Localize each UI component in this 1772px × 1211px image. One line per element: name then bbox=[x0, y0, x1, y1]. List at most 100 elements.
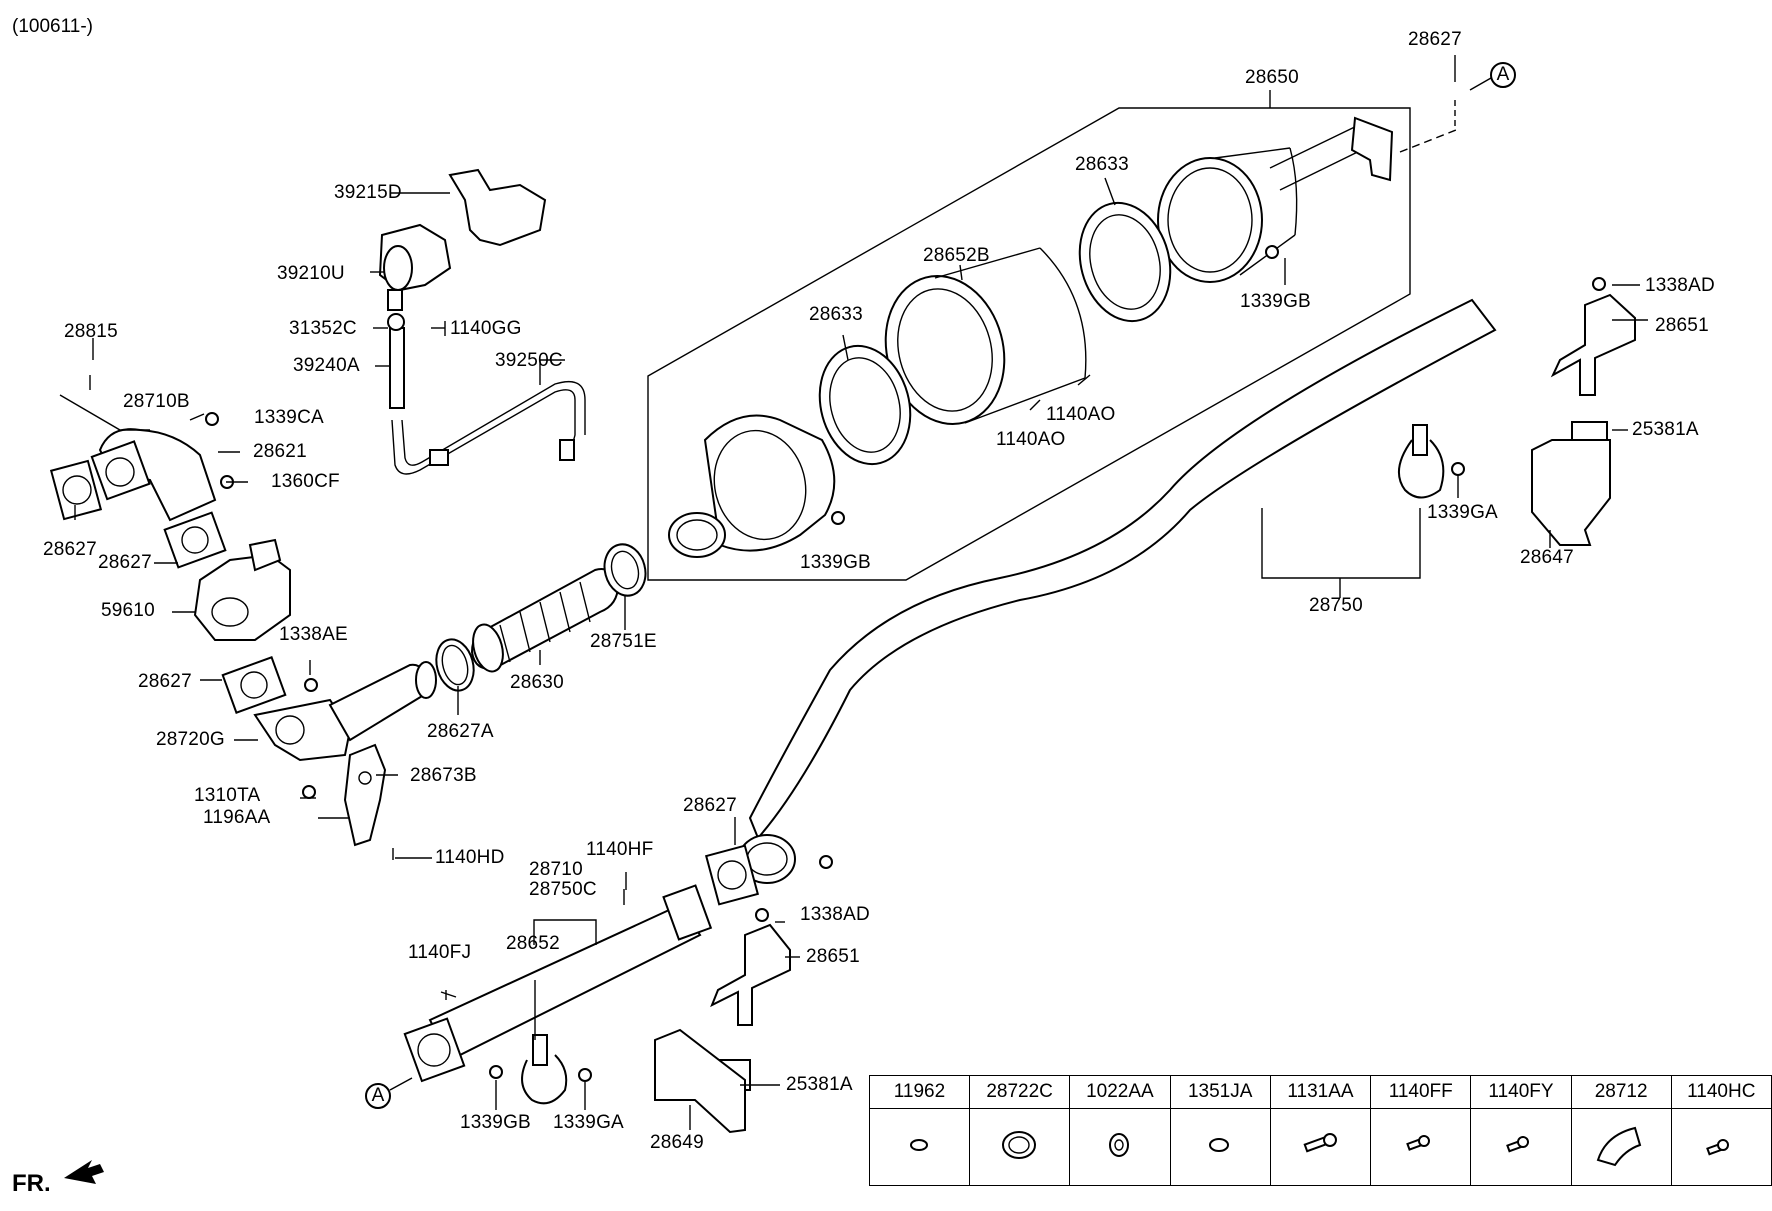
callout-1339ca: 1339CA bbox=[254, 407, 324, 428]
dpf-group-outline bbox=[647, 107, 1411, 581]
callout-28627-top: 28627 bbox=[1408, 29, 1462, 50]
exhaust-elbow-28710b bbox=[90, 428, 217, 522]
callout-1310ta: 1310TA bbox=[194, 785, 261, 806]
legend-header-row: 11962 28722C 1022AA 1351JA 1131AA 1140FF… bbox=[869, 1075, 1772, 1109]
callout-1339gb-mid: 1339GB bbox=[800, 552, 871, 573]
callout-25381a-lower: 25381A bbox=[786, 1074, 853, 1095]
callout-28621: 28621 bbox=[253, 441, 307, 462]
pipe-hanger-lower bbox=[521, 1034, 568, 1105]
callout-1196aa: 1196AA bbox=[203, 807, 271, 828]
callout-28649: 28649 bbox=[650, 1132, 704, 1153]
callout-1140hd: 1140HD bbox=[435, 847, 505, 868]
callout-28627a: 28627A bbox=[427, 721, 494, 742]
callout-28652b: 28652B bbox=[923, 245, 990, 266]
callout-1339ga-upper: 1339GA bbox=[1427, 502, 1498, 523]
legend-icon-row bbox=[869, 1108, 1772, 1186]
hanger-bracket-lower bbox=[710, 923, 791, 1026]
legend-header-28722c: 28722C bbox=[968, 1075, 1071, 1109]
callout-1338ad-upper: 1338AD bbox=[1645, 275, 1715, 296]
heat-shield-28647 bbox=[1531, 439, 1611, 546]
flex-pipe-28630 bbox=[470, 568, 620, 673]
callout-28651-upper: 28651 bbox=[1655, 315, 1709, 336]
bracket-28673b bbox=[343, 743, 387, 847]
clamp-28627a bbox=[435, 638, 475, 692]
legend-cell bbox=[1069, 1108, 1171, 1186]
callout-28815: 28815 bbox=[64, 321, 118, 342]
hanger-bracket-upper bbox=[1550, 293, 1636, 396]
clamp-28751e bbox=[603, 543, 647, 597]
callout-1338ad-lower: 1338AD bbox=[800, 904, 870, 925]
ref-mark-a-top-circle bbox=[1469, 62, 1516, 91]
callout-28751e: 28751E bbox=[590, 631, 657, 652]
callout-1140hf: 1140HF bbox=[586, 839, 654, 860]
tube-39250c bbox=[391, 380, 586, 475]
callout-1339gb-upper: 1339GB bbox=[1240, 291, 1311, 312]
actuator-39210u bbox=[378, 223, 452, 311]
callout-28750c: 28750C bbox=[529, 879, 597, 900]
callout-28750: 28750 bbox=[1309, 595, 1363, 616]
callout-28652: 28652 bbox=[506, 933, 560, 954]
legend-header-11962: 11962 bbox=[869, 1075, 970, 1109]
legend-header-28712: 28712 bbox=[1570, 1075, 1672, 1109]
legend-cell bbox=[1670, 1108, 1772, 1186]
callout-28627-left-2: 28627 bbox=[98, 552, 152, 573]
callout-28710b: 28710B bbox=[123, 391, 190, 412]
callout-28720g: 28720G bbox=[156, 729, 225, 750]
dpf-rear-can bbox=[1157, 147, 1298, 283]
egr-valve-59610 bbox=[193, 538, 291, 641]
callout-28627-mid: 28627 bbox=[683, 795, 737, 816]
callout-1140fj: 1140FJ bbox=[408, 942, 472, 963]
callout-28651-lower: 28651 bbox=[806, 946, 860, 967]
callout-1338ae: 1338AE bbox=[279, 624, 348, 645]
legend-header-1140hc: 1140HC bbox=[1670, 1075, 1772, 1109]
dpf-front-can bbox=[668, 414, 836, 558]
legend-cell bbox=[1269, 1108, 1372, 1186]
callout-39240a: 39240A bbox=[293, 355, 360, 376]
callout-1339gb-lower: 1339GB bbox=[460, 1112, 531, 1133]
callout-1140ao-lower: 1140AO bbox=[996, 429, 1066, 450]
gasket-28627-mid bbox=[163, 511, 227, 569]
gasket-28633-lower bbox=[818, 344, 912, 466]
legend-cell bbox=[1470, 1108, 1572, 1186]
callout-28650: 28650 bbox=[1245, 67, 1299, 88]
downpipe-28720g bbox=[253, 661, 437, 762]
legend-header-1022aa: 1022AA bbox=[1069, 1075, 1171, 1109]
callout-28630: 28630 bbox=[510, 672, 564, 693]
front-direction-label: FR. bbox=[12, 1170, 51, 1197]
callout-28673b: 28673B bbox=[410, 765, 477, 786]
legend-cell bbox=[1370, 1108, 1472, 1186]
callout-1140gg: 1140GG bbox=[450, 318, 522, 339]
legend-cell bbox=[968, 1108, 1071, 1186]
callout-28633-lower: 28633 bbox=[809, 304, 863, 325]
bracket-39215d bbox=[448, 168, 547, 247]
legend-header-1140ff: 1140FF bbox=[1370, 1075, 1472, 1109]
gasket-28627-left bbox=[49, 459, 103, 521]
callout-28710: 28710 bbox=[529, 859, 583, 880]
callout-39250c: 39250C bbox=[495, 350, 563, 371]
callout-1140ao-upper: 1140AO bbox=[1046, 404, 1116, 425]
legend-header-1131aa: 1131AA bbox=[1269, 1075, 1372, 1109]
callout-1339ga-lower: 1339GA bbox=[553, 1112, 624, 1133]
callout-25381a-upper: 25381A bbox=[1632, 419, 1699, 440]
callout-39210u: 39210U bbox=[277, 263, 345, 284]
legend-header-1351ja: 1351JA bbox=[1169, 1075, 1271, 1109]
exhaust-pipe-28750 bbox=[738, 298, 1497, 884]
leader-lines bbox=[59, 55, 1648, 1130]
ref-mark-a-top: A bbox=[1496, 64, 1510, 85]
callout-28647: 28647 bbox=[1520, 547, 1574, 568]
callout-28627-left-3: 28627 bbox=[138, 671, 192, 692]
gasket-28633-upper bbox=[1078, 201, 1172, 323]
fastener-legend-table: 11962 28722C 1022AA 1351JA 1131AA 1140FF… bbox=[869, 1075, 1772, 1186]
callout-1360cf: 1360CF bbox=[271, 471, 340, 492]
ref-mark-a-bottom: A bbox=[371, 1085, 385, 1106]
callout-39215d: 39215D bbox=[334, 182, 402, 203]
pipe-hanger-upper bbox=[1397, 424, 1445, 499]
legend-header-1140fy: 1140FY bbox=[1470, 1075, 1572, 1109]
gasket-28627-lower bbox=[221, 656, 287, 714]
dpf-outlet-pipe bbox=[1269, 116, 1457, 191]
legend-cell bbox=[869, 1108, 970, 1186]
gasket-28627-front bbox=[704, 844, 760, 906]
hose-39240a bbox=[387, 313, 405, 409]
